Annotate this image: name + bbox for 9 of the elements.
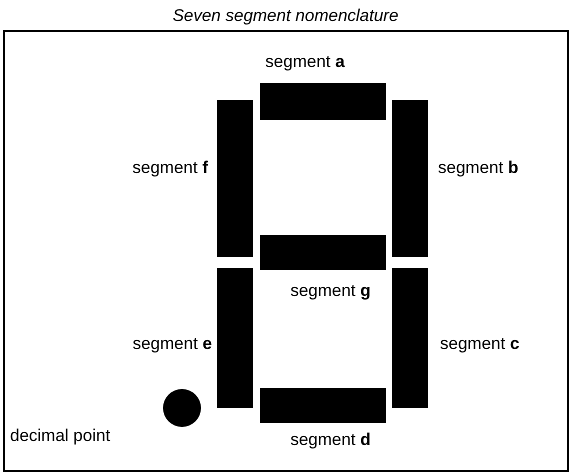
segment-label: segment g [289, 281, 372, 301]
segment-label: segment d [289, 430, 372, 450]
segment-label: segment f [131, 158, 208, 178]
segment-label: segment b [438, 158, 520, 178]
segment-label: segment a [264, 52, 346, 72]
segment-label: segment c [440, 334, 520, 354]
diagram-title: Seven segment nomenclature [172, 6, 400, 26]
segment-label: segment e [132, 334, 212, 354]
segment-label: decimal point [10, 426, 112, 446]
